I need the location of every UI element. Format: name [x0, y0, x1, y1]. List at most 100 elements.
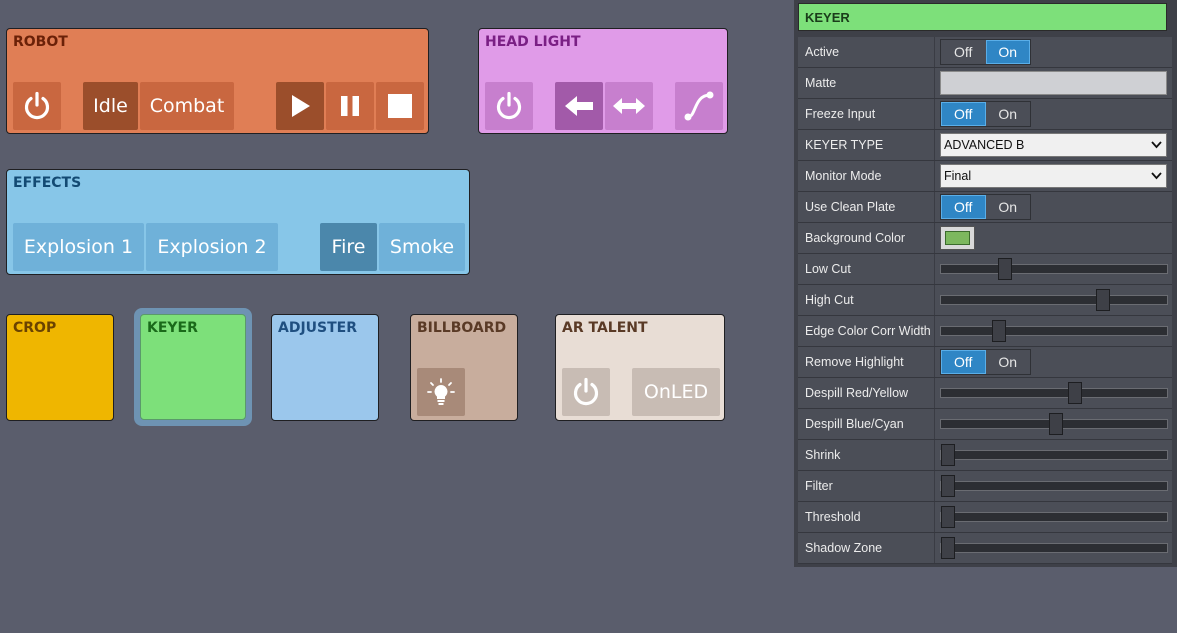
headlight-left-right-button[interactable] — [605, 82, 653, 130]
toggle-off-option[interactable]: Off — [941, 350, 986, 374]
property-label: Low Cut — [805, 262, 851, 276]
toggle-off-option[interactable]: Off — [941, 40, 986, 64]
slider-thumb[interactable] — [941, 537, 955, 559]
threshold-slider[interactable] — [940, 506, 1168, 528]
play-icon — [292, 95, 310, 117]
fire-button[interactable]: Fire — [320, 223, 377, 271]
toggle-off-option[interactable]: Off — [941, 195, 986, 219]
row-divider — [934, 161, 935, 191]
robot-play-button[interactable] — [276, 82, 324, 130]
property-label: Active — [805, 45, 840, 59]
toggle-on-option[interactable]: On — [985, 350, 1030, 374]
high-cut-slider[interactable] — [940, 289, 1168, 311]
billboard-title: BILLBOARD — [417, 320, 507, 336]
select-value: ADVANCED B — [944, 138, 1025, 152]
row-divider — [934, 223, 935, 253]
row-divider — [934, 99, 935, 129]
power-icon — [573, 377, 599, 406]
onled-button[interactable]: OnLED — [632, 368, 720, 416]
slider-thumb[interactable] — [1049, 413, 1064, 435]
despill-red-yellow-slider[interactable] — [940, 382, 1168, 404]
robot-stop-button[interactable] — [376, 82, 424, 130]
monitor-mode-select[interactable]: Final — [940, 164, 1167, 188]
row-divider — [934, 285, 935, 315]
row-divider — [934, 316, 935, 346]
slider-thumb[interactable] — [991, 320, 1006, 342]
explosion-1-button[interactable]: Explosion 1 — [13, 223, 144, 271]
toggle-off-option[interactable]: Off — [941, 102, 986, 126]
row-divider — [934, 347, 935, 377]
explosion-2-button[interactable]: Explosion 2 — [146, 223, 278, 271]
headlight-left-button[interactable] — [555, 82, 603, 130]
property-label: Monitor Mode — [805, 169, 882, 183]
despill-blue-cyan-slider[interactable] — [940, 413, 1168, 435]
lightbulb-icon — [427, 378, 455, 405]
property-label: High Cut — [805, 293, 854, 307]
curve-icon — [684, 91, 714, 121]
stop-icon — [388, 94, 412, 118]
row-divider — [934, 378, 935, 408]
edge-color-corr-width-slider[interactable] — [940, 320, 1168, 342]
property-row-edge-color-corr-width: Edge Color Corr Width — [798, 316, 1172, 347]
slider-thumb[interactable] — [941, 475, 955, 497]
robot-power-button[interactable] — [13, 82, 61, 130]
smoke-button[interactable]: Smoke — [379, 223, 465, 271]
row-divider — [934, 440, 935, 470]
row-divider — [934, 192, 935, 222]
ar-talent-title: AR TALENT — [562, 320, 648, 336]
property-label: Shadow Zone — [805, 541, 883, 555]
robot-panel: ROBOT Idle Combat — [6, 28, 429, 134]
toggle-on-option[interactable]: On — [985, 195, 1030, 219]
color-swatch-fill — [945, 231, 970, 245]
arrow-left-icon — [565, 96, 593, 116]
headlight-panel: HEAD LIGHT — [478, 28, 728, 134]
robot-pause-button[interactable] — [326, 82, 374, 130]
slider-thumb[interactable] — [1095, 289, 1110, 311]
property-label: Use Clean Plate — [805, 200, 896, 214]
crop-tile[interactable]: CROP — [6, 314, 114, 421]
crop-title: CROP — [13, 320, 57, 336]
keyer-tile[interactable]: KEYER — [140, 314, 246, 420]
slider-thumb[interactable] — [941, 444, 955, 466]
property-label: Despill Red/Yellow — [805, 386, 909, 400]
shrink-slider[interactable] — [940, 444, 1168, 466]
keyer-type-select[interactable]: ADVANCED B — [940, 133, 1167, 157]
property-row-monitor-mode: Monitor Mode Final — [798, 161, 1172, 192]
slider-thumb[interactable] — [998, 258, 1013, 280]
filter-slider[interactable] — [940, 475, 1168, 497]
low-cut-slider[interactable] — [940, 258, 1168, 280]
slider-thumb[interactable] — [941, 506, 955, 528]
pause-icon — [341, 96, 359, 116]
row-divider — [934, 130, 935, 160]
headlight-curve-button[interactable] — [675, 82, 723, 130]
property-row-threshold: Threshold — [798, 502, 1172, 533]
shadow-zone-slider[interactable] — [940, 537, 1168, 559]
ar-talent-power-button[interactable] — [562, 368, 610, 416]
slider-thumb[interactable] — [1068, 382, 1083, 404]
headlight-title: HEAD LIGHT — [485, 34, 581, 50]
property-label: Background Color — [805, 231, 906, 245]
property-row-despill-blue-cyan: Despill Blue/Cyan — [798, 409, 1172, 440]
toggle-on-option[interactable]: On — [985, 40, 1030, 64]
property-label: Matte — [805, 76, 837, 90]
adjuster-tile[interactable]: ADJUSTER — [271, 314, 379, 421]
matte-input[interactable] — [940, 71, 1167, 95]
robot-combat-button[interactable]: Combat — [140, 82, 234, 130]
headlight-power-button[interactable] — [485, 82, 533, 130]
robot-idle-button[interactable]: Idle — [83, 82, 138, 130]
property-label: Filter — [805, 479, 833, 493]
billboard-light-button[interactable] — [417, 368, 465, 416]
property-label: Remove Highlight — [805, 355, 904, 369]
property-row-despill-red-yellow: Despill Red/Yellow — [798, 378, 1172, 409]
toggle-on-option[interactable]: On — [985, 102, 1030, 126]
background-color-swatch[interactable] — [940, 226, 975, 250]
